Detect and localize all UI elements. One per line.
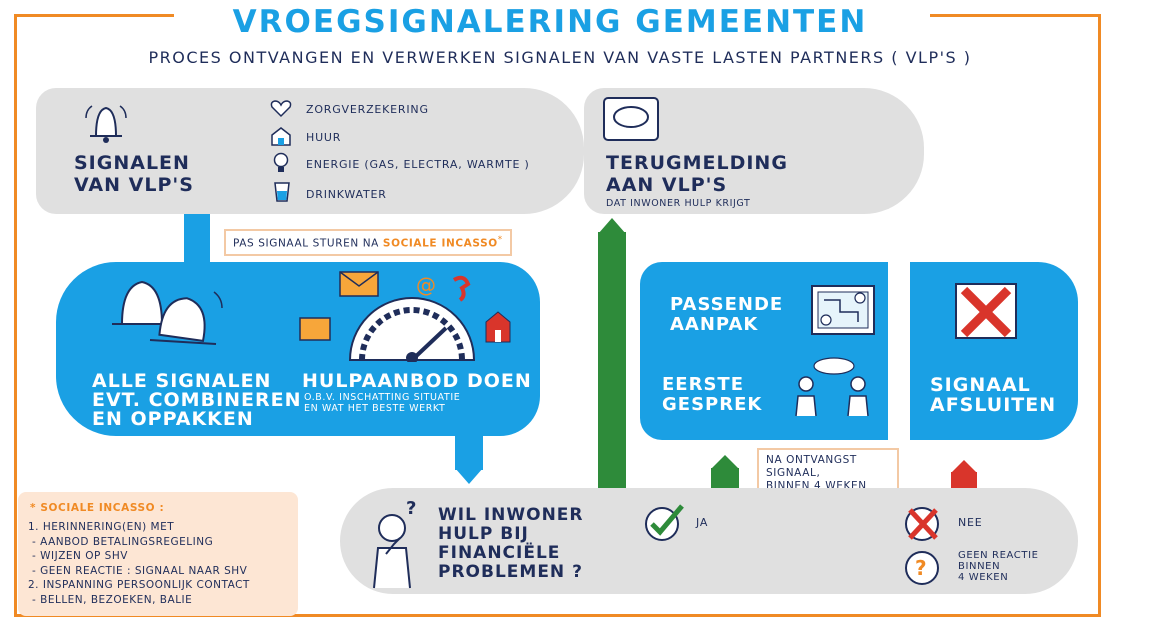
thinking-person-icon: ? xyxy=(373,498,416,589)
combine-line-2: EVT. COMBINEREN xyxy=(92,389,302,411)
answer-none-line-3: 4 WEKEN xyxy=(958,572,1009,583)
arrow-green-up-2 xyxy=(711,455,739,469)
check-icon xyxy=(645,504,684,541)
combine-line-1: ALLE SIGNALEN xyxy=(92,370,272,392)
offer-heading: HULPAANBOD DOEN xyxy=(302,370,532,392)
legend-line-6: - BELLEN, BEZOEKEN, BALIE xyxy=(32,593,193,606)
callout-incasso-text: PAS SIGNAAL STUREN NA xyxy=(233,237,383,250)
page-subtitle: PROCES ONTVANGEN EN VERWERKEN SIGNALEN V… xyxy=(148,48,972,67)
legend-line-5: 2. INSPANNING PERSOONLIJK CONTACT xyxy=(28,579,250,591)
answer-yes: JA xyxy=(696,516,709,529)
question-line-4: PROBLEMEN ? xyxy=(438,562,583,582)
callout-incasso-highlight: SOCIALE INCASSO xyxy=(382,237,498,250)
legend-line-2: - AANBOD BETALINGSREGELING xyxy=(32,535,214,548)
arrow-green-up xyxy=(598,218,626,234)
feedback-sub: DAT INWONER HULP KRIJGT xyxy=(606,198,751,209)
answer-no: NEE xyxy=(958,516,983,529)
svg-text:?: ? xyxy=(406,498,416,519)
legend-box: * SOCIALE INCASSO : 1. HERINNERING(EN) M… xyxy=(18,492,298,616)
frame-top-left xyxy=(14,14,174,17)
answer-none: GEEN REACTIE BINNEN 4 WEKEN xyxy=(958,550,1039,583)
question-line-1: WIL INWONER xyxy=(438,505,584,525)
callout-weeks-line-2: SIGNAAL, xyxy=(766,467,821,479)
frame-left xyxy=(14,16,17,616)
approach-box: PASSENDE AANPAK EERSTE GESPREK xyxy=(640,262,888,440)
callout-incasso-mark: * xyxy=(497,235,503,245)
feedback-box: TERUGMELDING AAN VLP'S DAT INWONER HULP … xyxy=(584,88,924,214)
answer-none-line-1: GEEN REACTIE xyxy=(958,550,1039,561)
arrow-red-up xyxy=(951,460,977,473)
legend-title: * SOCIALE INCASSO : xyxy=(30,502,165,514)
signals-heading-1: SIGNALEN xyxy=(74,152,190,174)
conversation-line-2: GESPREK xyxy=(662,394,763,415)
close-box: SIGNAAL AFSLUITEN xyxy=(910,262,1078,440)
callout-sociale-incasso: PAS SIGNAAL STUREN NA SOCIALE INCASSO* xyxy=(224,229,512,256)
feedback-heading-2: AAN VLP'S xyxy=(606,174,728,196)
gauge-icon: @ xyxy=(299,271,511,362)
page-title: VROEGSIGNALERING GEMEENTEN xyxy=(232,4,868,40)
house-icon xyxy=(271,127,291,146)
arrow-down-question xyxy=(455,468,483,484)
feedback-heading-1: TERUGMELDING xyxy=(606,152,788,174)
legend-line-4: - GEEN REACTIE : SIGNAAL NAAR SHV xyxy=(32,564,248,577)
signals-heading-2: VAN VLP'S xyxy=(74,174,194,196)
no-cross-icon xyxy=(905,507,939,541)
svg-text:@: @ xyxy=(416,273,436,297)
legend-title-text: SOCIALE INCASSO : xyxy=(40,502,165,514)
speech-bubble-icon xyxy=(603,97,659,141)
plan-board-icon xyxy=(811,285,875,335)
question-box: ? WIL INWONER HULP BIJ FINANCIËLE PROBLE… xyxy=(340,488,1078,594)
signal-item-2: HUUR xyxy=(306,131,342,144)
offer-sub-2: EN WAT HET BESTE WERKT xyxy=(304,403,446,414)
question-line-2: HULP BIJ xyxy=(438,524,529,544)
connector-signals-combine xyxy=(184,210,210,270)
signal-item-1: ZORGVERZEKERING xyxy=(306,103,429,116)
approach-line-2: AANPAK xyxy=(670,314,759,335)
red-cross-icon xyxy=(955,283,1017,339)
legend-line-1: 1. HERINNERING(EN) MET xyxy=(28,521,175,533)
frame-top-right xyxy=(930,14,1101,17)
signal-item-3: ENERGIE (GAS, ELECTRA, WARMTE ) xyxy=(306,158,530,171)
conversation-line-1: EERSTE xyxy=(662,374,744,395)
signal-item-4: DRINKWATER xyxy=(306,188,387,201)
lightbulb-icon xyxy=(273,152,289,172)
bells-icon xyxy=(112,280,223,345)
callout-weeks-line-1: NA ONTVANGST xyxy=(766,454,857,466)
frame-bottom xyxy=(14,614,1101,617)
question-mark-icon: ? xyxy=(905,551,939,585)
close-line-2: AFSLUITEN xyxy=(930,394,1057,416)
connector-offer-question xyxy=(455,430,483,470)
water-glass-icon xyxy=(274,182,290,202)
question-line-3: FINANCIËLE xyxy=(438,543,561,563)
signals-box: SIGNALEN VAN VLP'S ZORGVERZEKERING HUUR … xyxy=(36,88,584,214)
bell-icon xyxy=(85,105,127,143)
offer-sub-1: O.B.V. INSCHATTING SITUATIE xyxy=(304,392,461,403)
frame-right xyxy=(1098,16,1101,616)
svg-text:?: ? xyxy=(915,556,927,580)
two-people-icon xyxy=(795,357,869,417)
legend-line-3: - WIJZEN OP SHV xyxy=(32,550,128,562)
approach-line-1: PASSENDE xyxy=(670,294,784,315)
combine-offer-box: ALLE SIGNALEN EVT. COMBINEREN EN OPPAKKE… xyxy=(56,262,540,436)
legend-list: 1. HERINNERING(EN) MET - AANBOD BETALING… xyxy=(28,520,250,607)
connector-green-feedback xyxy=(598,232,626,490)
heart-icon xyxy=(270,100,292,118)
close-line-1: SIGNAAL xyxy=(930,374,1031,396)
combine-line-3: EN OPPAKKEN xyxy=(92,408,254,430)
answer-none-line-2: BINNEN xyxy=(958,561,1001,572)
